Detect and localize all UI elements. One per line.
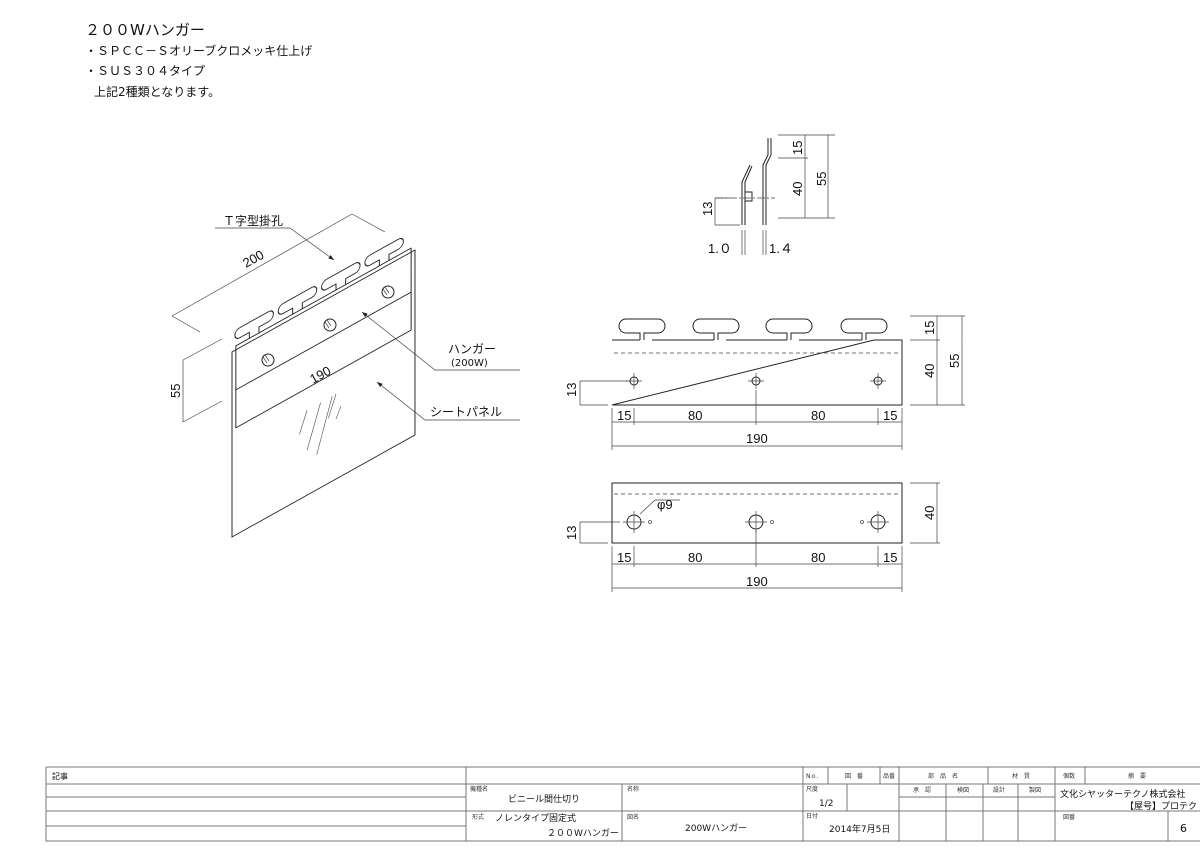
name-label: 名称 xyxy=(627,785,639,793)
iso-hanger-band xyxy=(235,247,412,391)
fv2-hole-leader xyxy=(639,499,680,515)
iso-dim-200: 200 xyxy=(240,247,266,271)
notes-line-3: 上記2種類となります。 xyxy=(94,84,220,99)
fv2-dim-80b: 80 xyxy=(811,550,825,565)
company-name: 文化シヤッターテクノ株式会社 xyxy=(1060,788,1185,800)
side-thickness-1: 1.０ xyxy=(708,241,732,256)
fv2-dim-80a: 80 xyxy=(688,550,702,565)
draft-label: 製図 xyxy=(1029,786,1041,794)
model-label: 機種名 xyxy=(470,785,488,793)
leader-t-hole xyxy=(215,227,335,261)
side-dim-15: 15 xyxy=(790,141,805,155)
fv2-dim-40: 40 xyxy=(922,506,937,520)
drawing-name-value: 200Wハンガー xyxy=(685,823,747,834)
header-drawing-no: 図 番 xyxy=(845,773,863,780)
side-dim-13: 13 xyxy=(700,202,715,216)
fv2-dim-13: 13 xyxy=(564,526,579,540)
fv1-tabs xyxy=(618,318,888,340)
iso-clamp-line xyxy=(235,329,412,429)
iso-glass-hatch xyxy=(299,393,342,455)
fv1-dim-40: 40 xyxy=(922,364,937,378)
iso-face xyxy=(231,237,416,538)
side-dim-55: 55 xyxy=(814,172,829,186)
side-thickness-2: 1.４ xyxy=(769,241,793,256)
check-label: 検図 xyxy=(957,786,969,794)
fv2-hole-diameter: φ9 xyxy=(657,497,673,512)
fv1-dim-80b: 80 xyxy=(811,408,825,423)
side-view: 13 15 40 55 1.０ 1.４ xyxy=(700,134,835,256)
fv1-holes xyxy=(626,373,886,389)
label-sheet-panel: シートパネル xyxy=(430,405,502,419)
header-qty: 個数 xyxy=(1063,772,1075,780)
fv1-dim-15-right: 15 xyxy=(922,321,937,335)
header-part-name: 部 品 名 xyxy=(928,772,958,780)
header-no: Nｏ. xyxy=(806,773,818,780)
isometric-view: 200 190 55 Ｔ字型掛孔 ハンガー (200W) シートパネル xyxy=(168,213,520,538)
header-part-no: 品番 xyxy=(883,773,895,780)
fv2-dim-15a: 15 xyxy=(617,550,631,565)
date-label: 日付 xyxy=(806,812,818,820)
front-view-2: φ9 13 40 15 80 80 15 190 xyxy=(564,482,940,592)
iso-dimension-55 xyxy=(182,338,223,423)
model-value: ビニール間仕切り xyxy=(508,793,580,805)
fv1-dim-55: 55 xyxy=(947,354,962,368)
notes: ２００Wハンガー ・ＳＰＣＣ－Ｓオリーブクロメッキ仕上げ ・ＳＵＳ３０４タイプ … xyxy=(85,21,312,99)
fv1-dim-190: 190 xyxy=(746,431,768,446)
iso-dim-55: 55 xyxy=(168,384,183,398)
notes-line-1: ・ＳＰＣＣ－Ｓオリーブクロメッキ仕上げ xyxy=(85,43,312,58)
label-t-hole: Ｔ字型掛孔 xyxy=(223,213,283,228)
scale-label: 尺度 xyxy=(806,785,818,793)
iso-pins xyxy=(261,285,395,367)
label-hanger-sub: (200W) xyxy=(451,358,488,369)
notes-line-2: ・ＳＵＳ３０４タイプ xyxy=(85,64,205,78)
design-label: 設計 xyxy=(993,786,1005,794)
header-summary: 摘 要 xyxy=(1128,772,1146,780)
leader-hanger xyxy=(361,311,520,371)
leader-sheet xyxy=(376,381,520,421)
notes-title: ２００Wハンガー xyxy=(85,21,205,39)
fv1-dim-15b: 15 xyxy=(883,408,897,423)
fv1-dim-15a: 15 xyxy=(617,408,631,423)
fv1-dim-80a: 80 xyxy=(688,408,702,423)
approve-label: 承 認 xyxy=(913,786,931,794)
iso-dim-190: 190 xyxy=(307,363,333,387)
side-dim-40: 40 xyxy=(790,182,805,196)
type-value-2: ２００Wハンガー xyxy=(547,828,619,839)
fv2-holes xyxy=(623,511,889,533)
fv2-dim-15b: 15 xyxy=(883,550,897,565)
label-hanger: ハンガー xyxy=(448,342,496,356)
title-block: 記事 Nｏ. 図 番 品番 部 品 名 材 質 個数 摘 要 機種名 ビニール間… xyxy=(45,766,1200,842)
scale-value: 1/2 xyxy=(819,799,833,809)
remarks-label: 記事 xyxy=(52,771,68,781)
fv2-dim-190: 190 xyxy=(746,574,768,589)
drawing-no-value: 6 xyxy=(1180,822,1187,835)
fv1-dim-13: 13 xyxy=(564,383,579,397)
type-value-1: ノレンタイプ固定式 xyxy=(495,812,576,824)
company-sub: 【屋号】プロテク xyxy=(1125,801,1197,812)
header-material: 材 質 xyxy=(1012,772,1030,780)
iso-dimension-200 xyxy=(171,213,386,333)
drawing-no-label: 図番 xyxy=(1063,814,1075,821)
date-value: 2014年7月5日 xyxy=(829,823,890,835)
front-view-1: 13 15 40 55 15 80 80 15 190 xyxy=(564,315,965,450)
iso-sheet-panel xyxy=(231,249,416,538)
type-label: 形式 xyxy=(472,813,484,821)
drawing-name-label: 図名 xyxy=(627,813,639,821)
iso-t-holes xyxy=(234,237,404,339)
